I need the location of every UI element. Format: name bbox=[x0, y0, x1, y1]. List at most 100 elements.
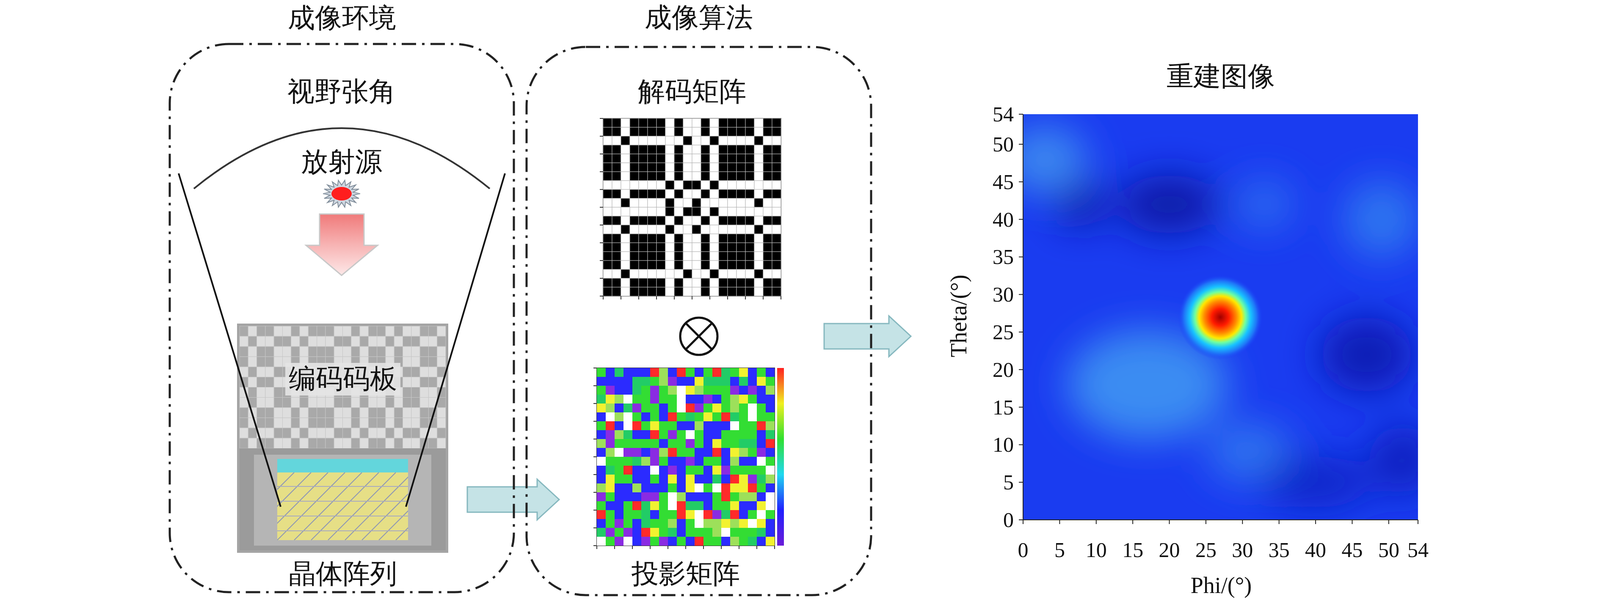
decode-cell bbox=[727, 136, 737, 146]
crystal-top-layer bbox=[277, 459, 409, 473]
decode-cell bbox=[763, 136, 773, 146]
tick-label: 54 bbox=[992, 103, 1014, 125]
mask-cell bbox=[437, 356, 446, 367]
decode-cell bbox=[629, 145, 639, 155]
projection-cell bbox=[685, 377, 695, 387]
decode-cell bbox=[727, 154, 737, 163]
decode-cell bbox=[656, 162, 666, 172]
decode-cell bbox=[656, 225, 666, 235]
projection-cell bbox=[623, 421, 633, 431]
projection-cell bbox=[614, 421, 624, 431]
projection-cell bbox=[703, 501, 713, 511]
dash-dot-outline bbox=[169, 44, 514, 593]
tick-mark bbox=[780, 296, 782, 300]
projection-cell bbox=[667, 528, 677, 538]
mask-cell bbox=[377, 438, 386, 449]
projection-cell bbox=[756, 457, 766, 467]
decode-cell bbox=[754, 269, 764, 279]
mask-cell bbox=[402, 346, 412, 357]
projection-cell bbox=[605, 368, 615, 378]
decode-cell bbox=[656, 136, 666, 146]
projection-cell bbox=[641, 537, 651, 547]
mask-cell bbox=[419, 387, 429, 398]
decode-cell bbox=[656, 189, 666, 199]
mask-cell bbox=[291, 418, 300, 429]
projection-cell bbox=[596, 528, 606, 538]
projection-cell bbox=[614, 377, 624, 387]
heatmap-blob bbox=[1118, 174, 1221, 235]
projection-cell bbox=[596, 403, 606, 413]
decode-cell bbox=[629, 154, 639, 163]
projection-cell bbox=[765, 430, 775, 440]
decode-cell bbox=[736, 234, 746, 243]
decode-cell bbox=[736, 154, 746, 163]
decode-cell bbox=[700, 216, 710, 226]
crystal-line bbox=[361, 472, 409, 541]
decode-cell bbox=[674, 171, 684, 181]
heatmap-blob bbox=[1260, 457, 1371, 508]
tick-label: 35 bbox=[992, 246, 1014, 268]
tick-mark bbox=[593, 474, 597, 476]
tick-mark bbox=[1018, 444, 1024, 446]
mask-cell bbox=[402, 418, 412, 429]
decode-cell bbox=[638, 269, 648, 279]
crystal-line bbox=[277, 530, 409, 532]
projection-cell bbox=[632, 394, 642, 404]
projection-cell bbox=[596, 519, 606, 529]
decode-cell bbox=[638, 180, 648, 190]
decode-cell bbox=[700, 171, 710, 181]
decode-cell bbox=[683, 162, 693, 172]
decode-cell bbox=[700, 154, 710, 163]
mask-cell bbox=[239, 336, 249, 347]
projection-cell bbox=[721, 412, 731, 422]
decode-cell bbox=[709, 154, 719, 163]
decode-cell bbox=[754, 162, 764, 172]
decode-cell bbox=[629, 216, 639, 226]
decode-cell bbox=[745, 269, 755, 279]
mask-cell bbox=[273, 438, 283, 449]
projection-cell bbox=[659, 421, 668, 431]
decode-cell bbox=[763, 287, 773, 297]
decode-cell bbox=[718, 198, 728, 208]
decode-cell bbox=[638, 225, 648, 235]
decode-cell bbox=[700, 136, 710, 146]
projection-cell bbox=[721, 466, 731, 475]
mask-cell bbox=[359, 438, 369, 449]
projection-cell bbox=[747, 421, 757, 431]
mask-cell bbox=[291, 326, 300, 337]
figure-label: 晶体阵列 bbox=[288, 558, 398, 591]
mask-cell bbox=[359, 397, 369, 409]
tick-label: 40 bbox=[1304, 539, 1327, 561]
decode-cell bbox=[727, 198, 737, 208]
mask-cell bbox=[385, 408, 395, 419]
projection-cell bbox=[765, 421, 775, 431]
projection-cell bbox=[712, 466, 722, 475]
decode-cell bbox=[647, 171, 657, 181]
mask-cell bbox=[377, 326, 386, 337]
projection-cell bbox=[623, 448, 633, 458]
projection-cell bbox=[641, 421, 651, 431]
projection-cell bbox=[667, 510, 677, 520]
projection-cell bbox=[596, 537, 606, 547]
projection-cell bbox=[641, 394, 651, 404]
decode-cell bbox=[647, 287, 657, 297]
mask-cell bbox=[402, 438, 412, 449]
decode-cell bbox=[692, 216, 701, 226]
mask-cell bbox=[411, 438, 420, 449]
decode-cell bbox=[763, 189, 773, 199]
mask-cell bbox=[394, 326, 403, 337]
decode-cell bbox=[674, 251, 684, 261]
projection-cell bbox=[659, 448, 668, 458]
decode-cell bbox=[754, 189, 764, 199]
projection-cell bbox=[747, 457, 757, 467]
decode-cell bbox=[612, 216, 621, 226]
projection-cell bbox=[623, 403, 633, 413]
projection-cell bbox=[676, 439, 686, 449]
decode-cell bbox=[692, 269, 701, 279]
decode-cell bbox=[700, 287, 710, 297]
decode-cell bbox=[772, 207, 781, 217]
decode-cell bbox=[612, 198, 621, 208]
decode-cell bbox=[674, 216, 684, 226]
tick-label: 45 bbox=[1341, 539, 1363, 561]
